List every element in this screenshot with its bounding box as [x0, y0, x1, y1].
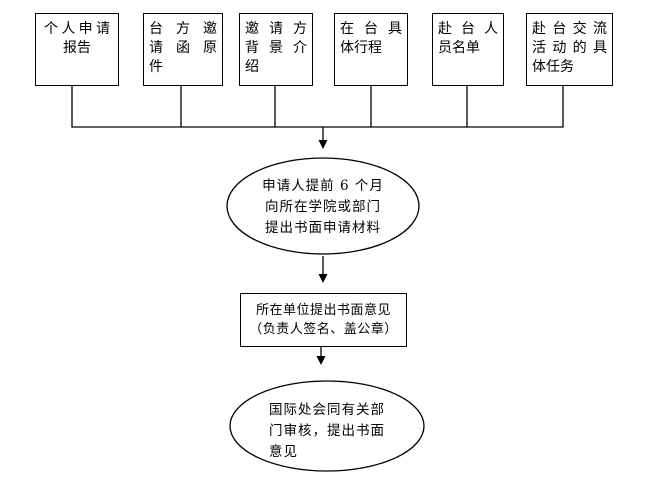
box-text-line: 请函原 — [149, 40, 217, 56]
step-unit-written-opinion-rect: 所在单位提出书面意见 （负责人签名、盖公章） — [240, 293, 407, 347]
box-text-line: 员名单 — [438, 40, 480, 56]
ellipse-text-line: 意见 — [269, 444, 298, 460]
box-text-line: 台方邀 — [149, 21, 217, 37]
box-text-line: 报告 — [63, 40, 91, 56]
ellipse-text-line: 提出书面申请材料 — [265, 220, 381, 236]
box-text-line: 赴台人 — [438, 21, 498, 37]
ellipse-text-line: 向所在学院或部门 — [265, 199, 381, 215]
rect-text-line: 所在单位提出书面意见 — [255, 303, 391, 318]
step-international-office-review-ellipse — [229, 380, 425, 472]
source-box-taiwan-invitation-letter-original: 台方邀 请函原 件 — [143, 13, 223, 86]
source-box-taiwan-itinerary: 在台具 体行程 — [334, 13, 408, 86]
box-text-line: 邀请方 — [245, 21, 307, 37]
rect-text-line: （负责人签名、盖公章） — [249, 322, 398, 337]
step-international-office-review-text: 国际处会同有关部 门审核，提出书面 意见 — [269, 400, 414, 463]
box-text-line: 绍 — [245, 59, 259, 75]
box-text-line: 活动的具 — [532, 40, 607, 56]
box-text-line: 个人申请 — [44, 21, 110, 37]
source-box-personal-application-report: 个人申请 报告 — [35, 13, 119, 86]
flow-arrow-2-head-icon — [318, 274, 328, 283]
step-submit-application-ellipse — [226, 157, 420, 255]
box-text-line: 在台具 — [340, 21, 402, 37]
box-text-line: 件 — [149, 59, 163, 75]
box-text-line: 体行程 — [340, 40, 382, 56]
source-box-taiwan-exchange-tasks: 赴台交流 活动的具 体任务 — [526, 13, 613, 86]
source-box-taiwan-personnel-list: 赴台人 员名单 — [432, 13, 504, 86]
ellipse-text-line: 门审核，提出书面 — [269, 423, 385, 439]
flow-arrow-1-head-icon — [318, 140, 328, 149]
box-text-line: 背景介 — [245, 40, 307, 56]
box-text-line: 体任务 — [532, 59, 574, 75]
ellipse-text-line: 申请人提前 6 个月 — [262, 178, 384, 194]
box-text-line: 赴台交流 — [532, 21, 607, 37]
step-submit-application-text: 申请人提前 6 个月 向所在学院或部门 提出书面申请材料 — [233, 176, 413, 239]
flow-arrow-3-head-icon — [316, 356, 326, 365]
source-box-inviter-background-intro: 邀请方 背景介 绍 — [239, 13, 313, 86]
ellipse-text-line: 国际处会同有关部 — [269, 402, 385, 418]
